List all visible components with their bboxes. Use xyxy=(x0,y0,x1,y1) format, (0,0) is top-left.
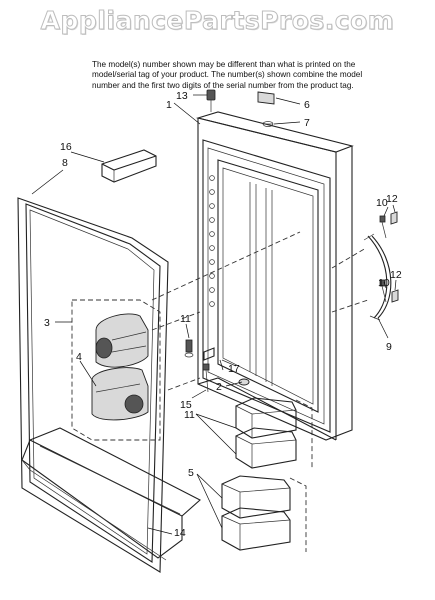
door-assembly xyxy=(195,111,354,441)
hinge-pin xyxy=(184,339,194,358)
callout-5: 5 xyxy=(188,467,194,479)
callout-7: 7 xyxy=(304,117,310,129)
dairy-door xyxy=(95,313,149,368)
handle-screws xyxy=(379,215,387,303)
gallon-door-shelf xyxy=(21,427,201,561)
callout-9: 9 xyxy=(386,341,392,353)
site-watermark: AppliancePartsPros.com xyxy=(40,6,395,36)
callout-16: 16 xyxy=(60,141,72,153)
callout-17: 17 xyxy=(228,363,240,375)
callout-2: 2 xyxy=(216,381,222,393)
callout-12-upper: 12 xyxy=(386,193,398,205)
callout-10-upper: 10 xyxy=(376,197,388,209)
callout-8: 8 xyxy=(62,157,68,169)
hole-plug-tag xyxy=(257,91,275,105)
shelf-support-bosses xyxy=(209,175,215,307)
bottom-hinge-hardware xyxy=(202,347,250,393)
dairy-bin xyxy=(91,367,149,421)
hinge-bushing xyxy=(206,89,216,112)
callout-1: 1 xyxy=(166,99,172,111)
callout-12-lower: 12 xyxy=(390,269,402,281)
callout-10-lower: 10 xyxy=(378,277,390,289)
door-handle xyxy=(363,233,392,321)
door-bin-pair-upper xyxy=(235,397,313,470)
door-bin-pair-lower xyxy=(221,475,307,552)
door-gasket xyxy=(17,197,169,573)
callout-4: 4 xyxy=(76,351,82,363)
alignment-lines xyxy=(151,231,369,391)
dairy-bin-small xyxy=(101,149,157,183)
callout-11-hinge: 11 xyxy=(180,313,191,325)
model-number-notice: The model(s) number shown may be differe… xyxy=(92,60,363,90)
callout-13: 13 xyxy=(176,90,188,102)
callout-labels: 13 1 6 7 16 8 3 4 11 10 12 10 12 9 17 2 … xyxy=(44,90,402,539)
handle-plugs xyxy=(390,211,399,303)
leader-lines xyxy=(31,94,397,535)
callout-11-shelf: 11 xyxy=(184,409,195,421)
screw-part-7 xyxy=(262,121,274,127)
dairy-compartment-group xyxy=(71,299,161,441)
callout-14: 14 xyxy=(174,527,186,539)
callout-3: 3 xyxy=(44,317,50,329)
callout-15: 15 xyxy=(180,399,192,411)
callout-6: 6 xyxy=(304,99,310,111)
